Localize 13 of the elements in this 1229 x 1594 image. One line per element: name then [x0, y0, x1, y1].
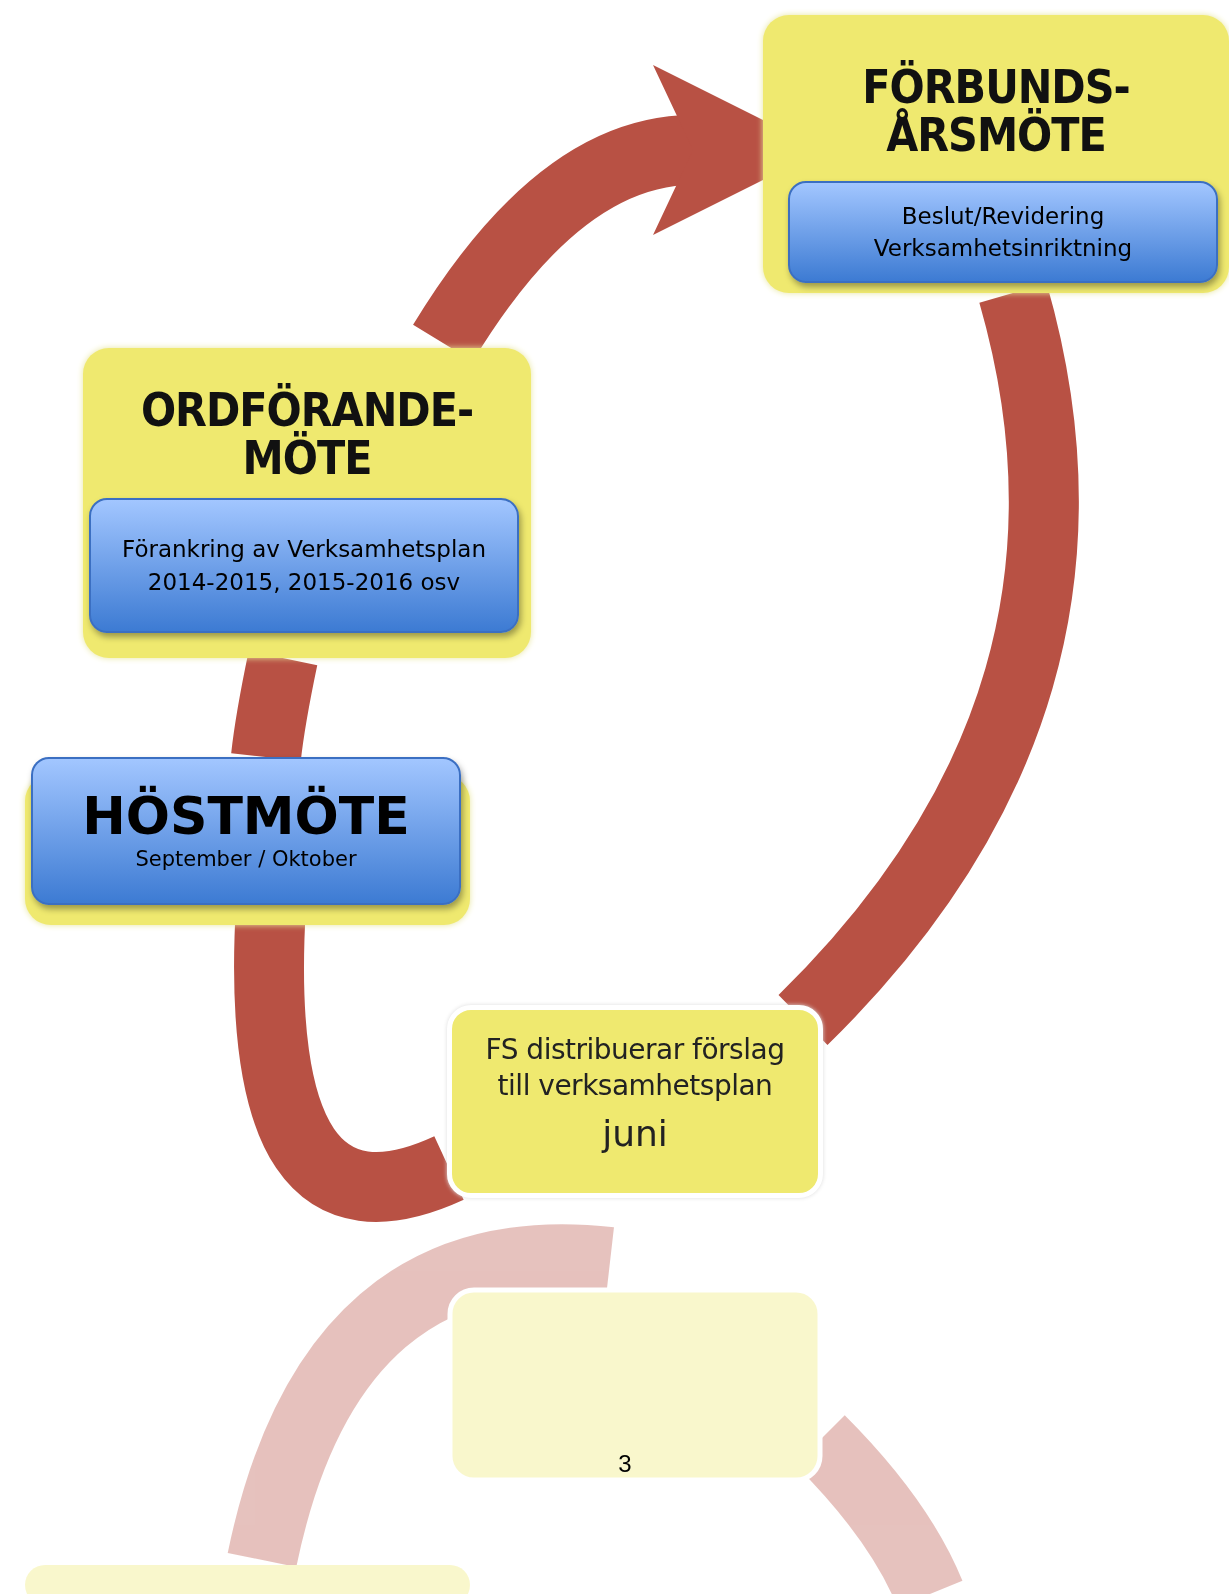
- description: Beslut/Revidering Verksamhetsinriktning: [872, 201, 1134, 263]
- page-number: 3: [617, 1450, 633, 1478]
- month-label: juni: [600, 1112, 669, 1154]
- description: FS distribuerar förslag till verksamhetsplan: [484, 1032, 786, 1105]
- info-box: [31, 757, 461, 905]
- subtitle: September / Oktober: [134, 845, 358, 873]
- info-box: [788, 181, 1218, 283]
- info-box: [89, 498, 519, 633]
- heading: HÖSTMÖTE: [82, 787, 410, 845]
- step-card: [447, 1005, 823, 1198]
- meeting-card: [83, 348, 531, 658]
- meeting-card: [763, 15, 1229, 293]
- description: Förankring av Verksamhetsplan 2014-2015, 2015-2016 osv: [121, 535, 487, 597]
